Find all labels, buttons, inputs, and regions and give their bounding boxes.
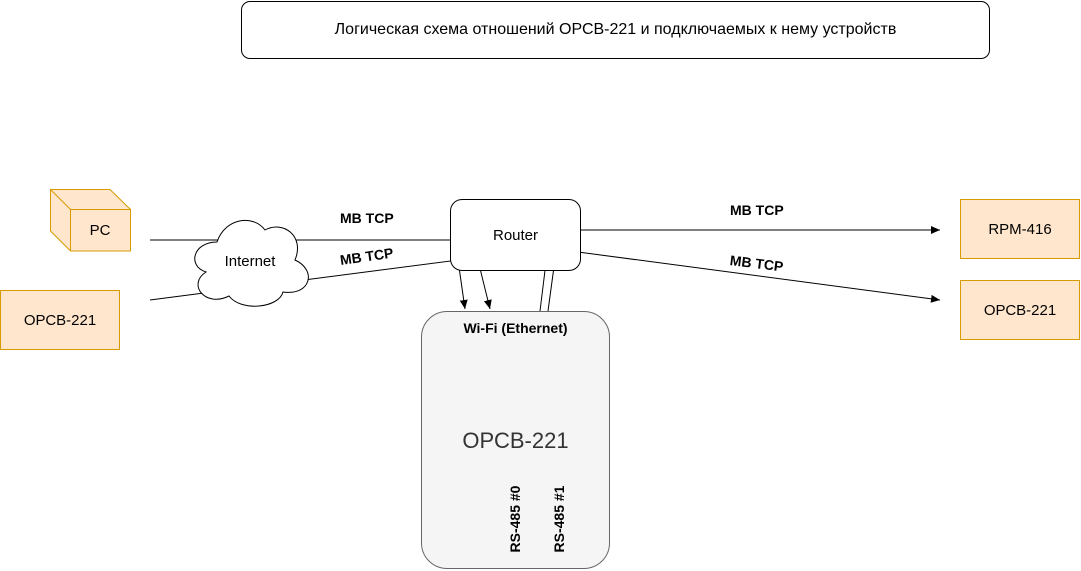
internet-label: Internet bbox=[224, 252, 276, 270]
device-title: ОРСВ-221 bbox=[462, 428, 569, 453]
device-port-label: Wi-Fi (Ethernet) bbox=[463, 320, 568, 336]
device-node bbox=[421, 311, 610, 569]
orcb-left-node: ОРСВ-221 bbox=[0, 290, 120, 350]
rs485-1-label: RS-485 #1 bbox=[551, 485, 567, 553]
cloud-icon bbox=[194, 220, 309, 307]
pc-link-label: MB TCP bbox=[340, 210, 394, 226]
rs485-0-label: RS-485 #0 bbox=[507, 485, 523, 553]
rpm-link-label: MB TCP bbox=[730, 202, 784, 218]
orcb-right-node: ОРСВ-221 bbox=[960, 280, 1080, 340]
diagram-title: Логическая схема отношений ОРСВ-221 и по… bbox=[241, 1, 990, 59]
pc-node bbox=[50, 189, 131, 252]
pc-label: PC bbox=[89, 221, 111, 239]
rpm-node: RPM-416 bbox=[960, 199, 1080, 259]
device-to-rpm-edge bbox=[539, 226, 940, 312]
router-node: Router bbox=[450, 199, 581, 271]
